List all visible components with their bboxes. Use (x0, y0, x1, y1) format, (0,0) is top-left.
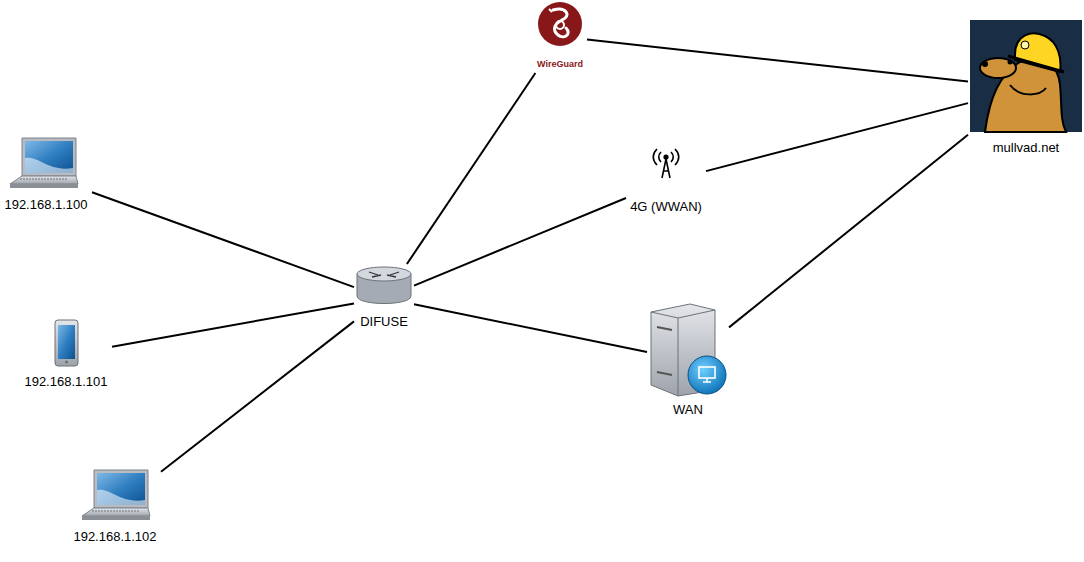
laptop-node: 192.168.1.100 (2, 138, 90, 213)
node-label: 192.168.1.102 (73, 529, 156, 544)
phone-node: 192.168.1.101 (22, 320, 110, 390)
phone-icon (55, 320, 78, 366)
laptop-icon (10, 138, 78, 188)
node-label: WAN (673, 402, 703, 417)
node-label: mullvad.net (993, 140, 1059, 155)
node-label: 192.168.1.101 (24, 374, 107, 389)
server-node: WAN (649, 303, 727, 418)
laptop-icon (82, 470, 150, 520)
link-line (706, 103, 968, 171)
link-line (587, 40, 968, 82)
node-label: 4G (WWAN) (630, 199, 702, 214)
node-label: WireGuard (537, 59, 583, 69)
router-node: DIFUSE (356, 266, 412, 330)
router-icon (357, 267, 411, 304)
link-line (414, 304, 647, 352)
link-line (161, 321, 354, 471)
node-label: 192.168.1.100 (4, 197, 87, 212)
mullvad-logo (970, 20, 1082, 132)
wwan-node: 4G (WWAN) (628, 148, 704, 215)
link-line (414, 198, 626, 286)
laptop-node: 192.168.1.102 (71, 470, 159, 545)
link-line (729, 135, 968, 328)
antenna-icon (653, 149, 679, 178)
wireguard-logo (538, 2, 582, 46)
server-icon (651, 304, 726, 396)
link-line (112, 303, 354, 346)
node-label: DIFUSE (360, 314, 408, 329)
link-line (407, 73, 536, 264)
wireguard-node: WireGuard (535, 2, 585, 71)
vpn-provider-node: mullvad.net (970, 20, 1082, 156)
link-line (92, 192, 354, 287)
